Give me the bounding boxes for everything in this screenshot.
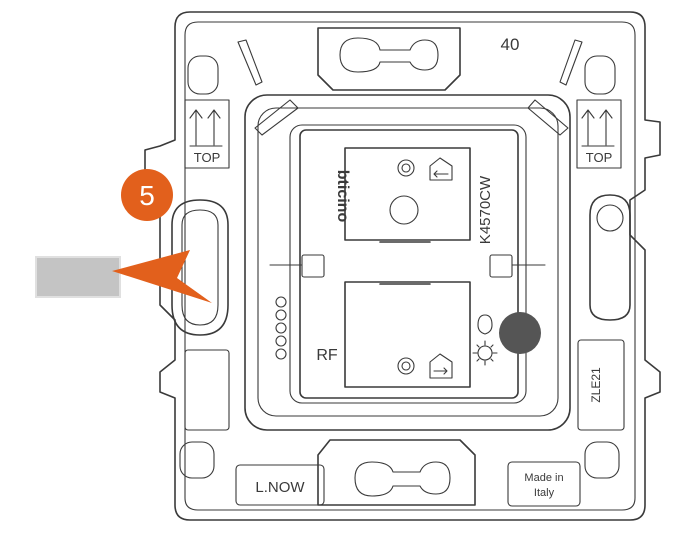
clip-right	[489, 254, 513, 278]
mounting-frame	[144, 11, 661, 521]
step-badge	[121, 169, 173, 221]
product-code-label: K4570CW	[477, 175, 494, 244]
gear-icon	[477, 345, 493, 361]
origin-box	[507, 461, 581, 507]
module-body	[244, 94, 571, 431]
bulb-icon	[477, 314, 493, 335]
left-release-slot	[181, 209, 219, 326]
corner-slot-bottom-left	[179, 441, 215, 479]
series-label: L.NOW	[255, 479, 305, 496]
top-indicator-left	[184, 99, 230, 169]
led-indicators	[275, 296, 287, 360]
clip-left	[301, 254, 325, 278]
series-box	[235, 464, 325, 506]
corner-slot-top-right	[584, 55, 616, 95]
top-label-left: TOP	[194, 150, 221, 165]
corner-slot-top-left	[187, 55, 219, 95]
side-window-left	[184, 349, 230, 431]
rf-label: RF	[316, 347, 338, 364]
upper-button-screw	[397, 159, 415, 177]
step-number: 5	[139, 180, 155, 211]
top-keyhole-slot	[317, 27, 461, 91]
home-arrow-right-icon	[429, 353, 453, 379]
right-slot-hole	[596, 204, 624, 232]
corner-slot-bottom-right	[584, 441, 620, 479]
left-release-slot-outer	[171, 199, 229, 336]
release-tab	[35, 256, 121, 298]
tool-mark-right	[559, 39, 583, 86]
size-mark: 40	[501, 35, 520, 54]
lower-button-screw	[397, 357, 415, 375]
lower-button	[344, 281, 471, 388]
insert-arrow-icon	[112, 250, 212, 303]
indicator-dot	[499, 312, 541, 354]
top-label-right: TOP	[586, 150, 613, 165]
tool-mark-left	[237, 39, 263, 86]
upper-button	[344, 147, 471, 241]
top-indicator-right	[576, 99, 622, 169]
side-code-label: ZLE21	[589, 367, 603, 403]
origin-line-1: Made in	[524, 472, 563, 484]
side-window-right	[577, 339, 625, 431]
origin-line-2: Italy	[534, 487, 555, 499]
brand-logo: bticino	[334, 170, 351, 223]
upper-button-hole	[389, 195, 419, 225]
home-arrow-left-icon	[429, 157, 453, 181]
right-release-slot	[589, 194, 631, 321]
bottom-keyhole-slot	[317, 439, 476, 506]
